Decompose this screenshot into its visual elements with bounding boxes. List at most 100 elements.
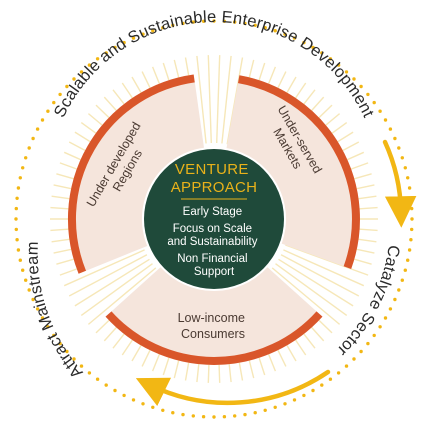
ring-dot xyxy=(79,364,84,368)
ring-dot xyxy=(352,77,356,81)
ring-dot xyxy=(24,156,28,160)
segment-arc-left xyxy=(68,74,195,274)
ring-dot xyxy=(233,414,237,418)
ring-dot xyxy=(410,217,414,221)
segment-fill-bottom xyxy=(105,267,323,366)
ring-dot xyxy=(410,227,414,232)
segment-label-bottom: Low-income Consumers xyxy=(178,311,249,341)
ring-dot xyxy=(46,325,50,329)
ring-dot xyxy=(35,127,40,131)
ring-dot xyxy=(58,92,62,97)
ray-line xyxy=(275,263,348,316)
center-item-non-financial-line1: Non Financial xyxy=(177,253,247,265)
ring-dot xyxy=(131,398,136,402)
ring-dot xyxy=(24,278,28,282)
ring-dot xyxy=(336,371,341,375)
ring-dot xyxy=(302,40,306,45)
ring-dot xyxy=(46,109,50,113)
ring-dot xyxy=(263,26,267,30)
ring-dot xyxy=(403,166,407,170)
ring-dot xyxy=(372,333,376,338)
ring-dot xyxy=(171,411,175,415)
arrow-right-icon xyxy=(382,139,417,228)
ray-line xyxy=(87,267,157,325)
ray-line xyxy=(283,249,365,287)
segment-label-bottom-line1: Low-income xyxy=(178,311,245,325)
ring-dot xyxy=(58,341,62,346)
ring-dot xyxy=(283,402,287,406)
ring-dot xyxy=(201,19,206,23)
ring-dot xyxy=(253,411,257,415)
ray-line xyxy=(280,254,360,297)
arrow-bottom-icon xyxy=(135,369,331,407)
segment-under-developed-regions xyxy=(67,74,204,274)
ring-dot xyxy=(151,29,155,33)
ring-dot xyxy=(191,20,195,24)
ring-dot xyxy=(21,166,25,170)
ray-line xyxy=(207,55,212,144)
ring-dot xyxy=(141,32,145,36)
ring-dot xyxy=(383,316,388,320)
ring-dot xyxy=(400,156,404,160)
ring-dot xyxy=(95,57,100,61)
ring-dot xyxy=(212,19,216,23)
center-title-line2: APPROACH xyxy=(171,179,258,196)
ring-dot xyxy=(302,393,306,398)
ring-dot xyxy=(131,36,136,40)
ring-dot xyxy=(311,45,315,50)
ring-dot xyxy=(359,349,363,354)
ring-dot xyxy=(15,196,19,200)
ring-dot xyxy=(352,357,356,361)
segment-under-served-markets xyxy=(226,75,361,269)
ray-line xyxy=(80,263,153,316)
ring-dot xyxy=(87,371,92,375)
ring-dot xyxy=(388,127,393,131)
ring-dot xyxy=(359,84,363,89)
ring-dot xyxy=(243,21,247,26)
ring-dot xyxy=(263,408,267,412)
ring-dot xyxy=(292,398,297,402)
ring-dot xyxy=(14,217,18,221)
center-title-line1: VENTURE xyxy=(175,161,249,178)
ring-dot xyxy=(407,186,412,190)
ring-dot xyxy=(393,136,397,141)
ring-dot xyxy=(328,57,333,61)
ring-dot xyxy=(201,415,206,419)
ring-dot xyxy=(273,405,277,409)
ring-dot xyxy=(14,206,18,211)
ring-dot xyxy=(407,248,412,252)
center-items: Early Stage Focus on Scale and Sustainab… xyxy=(167,206,260,278)
segment-arc-bottom xyxy=(105,311,323,365)
ring-dot xyxy=(311,388,315,393)
ring-dot xyxy=(336,63,341,67)
ring-dot xyxy=(328,377,333,381)
ring-dot xyxy=(397,146,401,150)
center-item-focus-line2: and Sustainability xyxy=(167,236,257,248)
ring-dot xyxy=(366,341,370,346)
outer-label-top: Scalable and Sustainable Enterprise Deve… xyxy=(51,8,378,120)
ray-line xyxy=(68,254,148,297)
center-title: VENTURE APPROACH xyxy=(171,161,258,196)
ring-dot xyxy=(320,51,324,55)
ring-dot xyxy=(397,288,401,292)
ring-dot xyxy=(403,268,407,272)
ring-dot xyxy=(191,414,195,418)
ring-dot xyxy=(344,70,349,74)
segment-arc-right xyxy=(237,75,360,269)
ring-dot xyxy=(171,23,175,27)
ring-dot xyxy=(388,307,393,311)
ring-dot xyxy=(212,415,216,419)
ray-line xyxy=(221,55,232,144)
ring-dot xyxy=(393,297,397,302)
center-item-focus-line1: Focus on Scale xyxy=(173,223,252,235)
segment-low-income-consumers xyxy=(105,267,323,366)
ring-dot xyxy=(366,92,370,97)
ring-dot xyxy=(161,26,165,30)
ring-dot xyxy=(410,206,414,211)
ring-dot xyxy=(233,20,237,24)
segment-fill-right xyxy=(226,75,361,269)
ring-dot xyxy=(16,186,21,190)
ring-dot xyxy=(151,405,155,409)
ring-dot xyxy=(181,21,185,26)
